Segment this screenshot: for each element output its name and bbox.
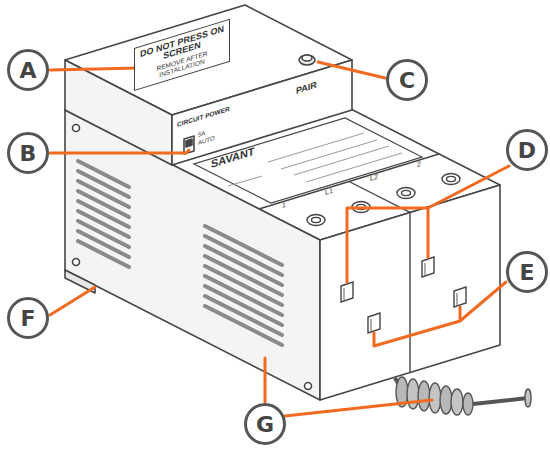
body-screw — [305, 383, 312, 390]
fine-print-line — [228, 176, 262, 186]
opening-shade — [456, 293, 457, 305]
opening-shade — [343, 288, 344, 300]
vent-slot — [205, 296, 282, 335]
callout-letter: C — [385, 58, 429, 102]
cable-coil — [451, 389, 463, 415]
vent-slot — [205, 286, 282, 325]
cable-wire — [473, 398, 528, 404]
vent-slot — [205, 306, 282, 345]
vent-slot — [205, 236, 282, 275]
module-front — [172, 60, 352, 165]
body-screw — [73, 125, 80, 132]
leader-line — [374, 282, 506, 346]
leader-line — [347, 166, 509, 282]
terminal-number: 2 — [417, 160, 421, 168]
callout-letter: A — [6, 48, 50, 92]
vent-slot — [205, 246, 282, 285]
terminal-screw — [307, 215, 325, 226]
callout-letter-text: B — [6, 131, 50, 175]
vent-slot — [78, 241, 129, 267]
callout-letter-text: A — [6, 48, 50, 92]
leader-lines — [50, 62, 509, 416]
terminal-number: 1 — [282, 201, 286, 209]
screw-head — [447, 176, 456, 181]
cable-coil — [463, 393, 473, 415]
plate-fine-print — [228, 133, 402, 186]
terminal-screw — [442, 174, 460, 185]
relay-body — [65, 55, 500, 400]
cable-coil — [418, 381, 430, 411]
cable-coil — [440, 386, 452, 414]
wire-openings — [341, 257, 466, 333]
cable-end — [525, 389, 531, 407]
fine-print-line — [294, 146, 389, 175]
leader-line — [50, 150, 189, 153]
callout-letter-text: D — [505, 128, 549, 172]
wire-opening — [422, 257, 434, 277]
opening-shade — [370, 319, 371, 331]
terminal-screw — [397, 188, 415, 199]
callout-letter: B — [6, 131, 50, 175]
callout-letter: F — [6, 296, 50, 340]
wire-opening — [341, 282, 353, 302]
screw-head — [312, 217, 321, 222]
screw-head — [402, 190, 411, 195]
leader-line — [50, 68, 140, 70]
terminal-block — [259, 154, 466, 373]
pair-button-cap — [302, 55, 312, 61]
callout-letter-text: G — [243, 402, 287, 446]
callout-letter-text: E — [505, 250, 549, 294]
cable-coil — [407, 379, 419, 409]
control-module — [65, 5, 352, 165]
leader-line — [318, 62, 385, 78]
vent-slot — [205, 266, 282, 305]
callout-letter: D — [505, 128, 549, 172]
wire-opening — [368, 313, 380, 333]
vent-slot — [205, 226, 282, 265]
vent-slot — [205, 276, 282, 315]
leader-line — [264, 358, 267, 402]
pair-button — [299, 55, 315, 65]
callout-letter: G — [243, 402, 287, 446]
terminal-screws — [307, 174, 460, 226]
vent-slot — [205, 256, 282, 295]
body-screw — [73, 259, 80, 266]
leader-line — [285, 400, 432, 416]
wire-opening — [454, 287, 466, 307]
cable-coil — [429, 383, 441, 413]
opening-shade — [424, 263, 425, 275]
fine-print-line — [306, 153, 402, 182]
callout-letter-text: C — [385, 58, 429, 102]
sensor-cable — [395, 377, 531, 415]
leader-line — [50, 287, 95, 315]
callout-letter-text: F — [6, 296, 50, 340]
callout-letter: E — [505, 250, 549, 294]
switch-toggle — [186, 139, 192, 147]
